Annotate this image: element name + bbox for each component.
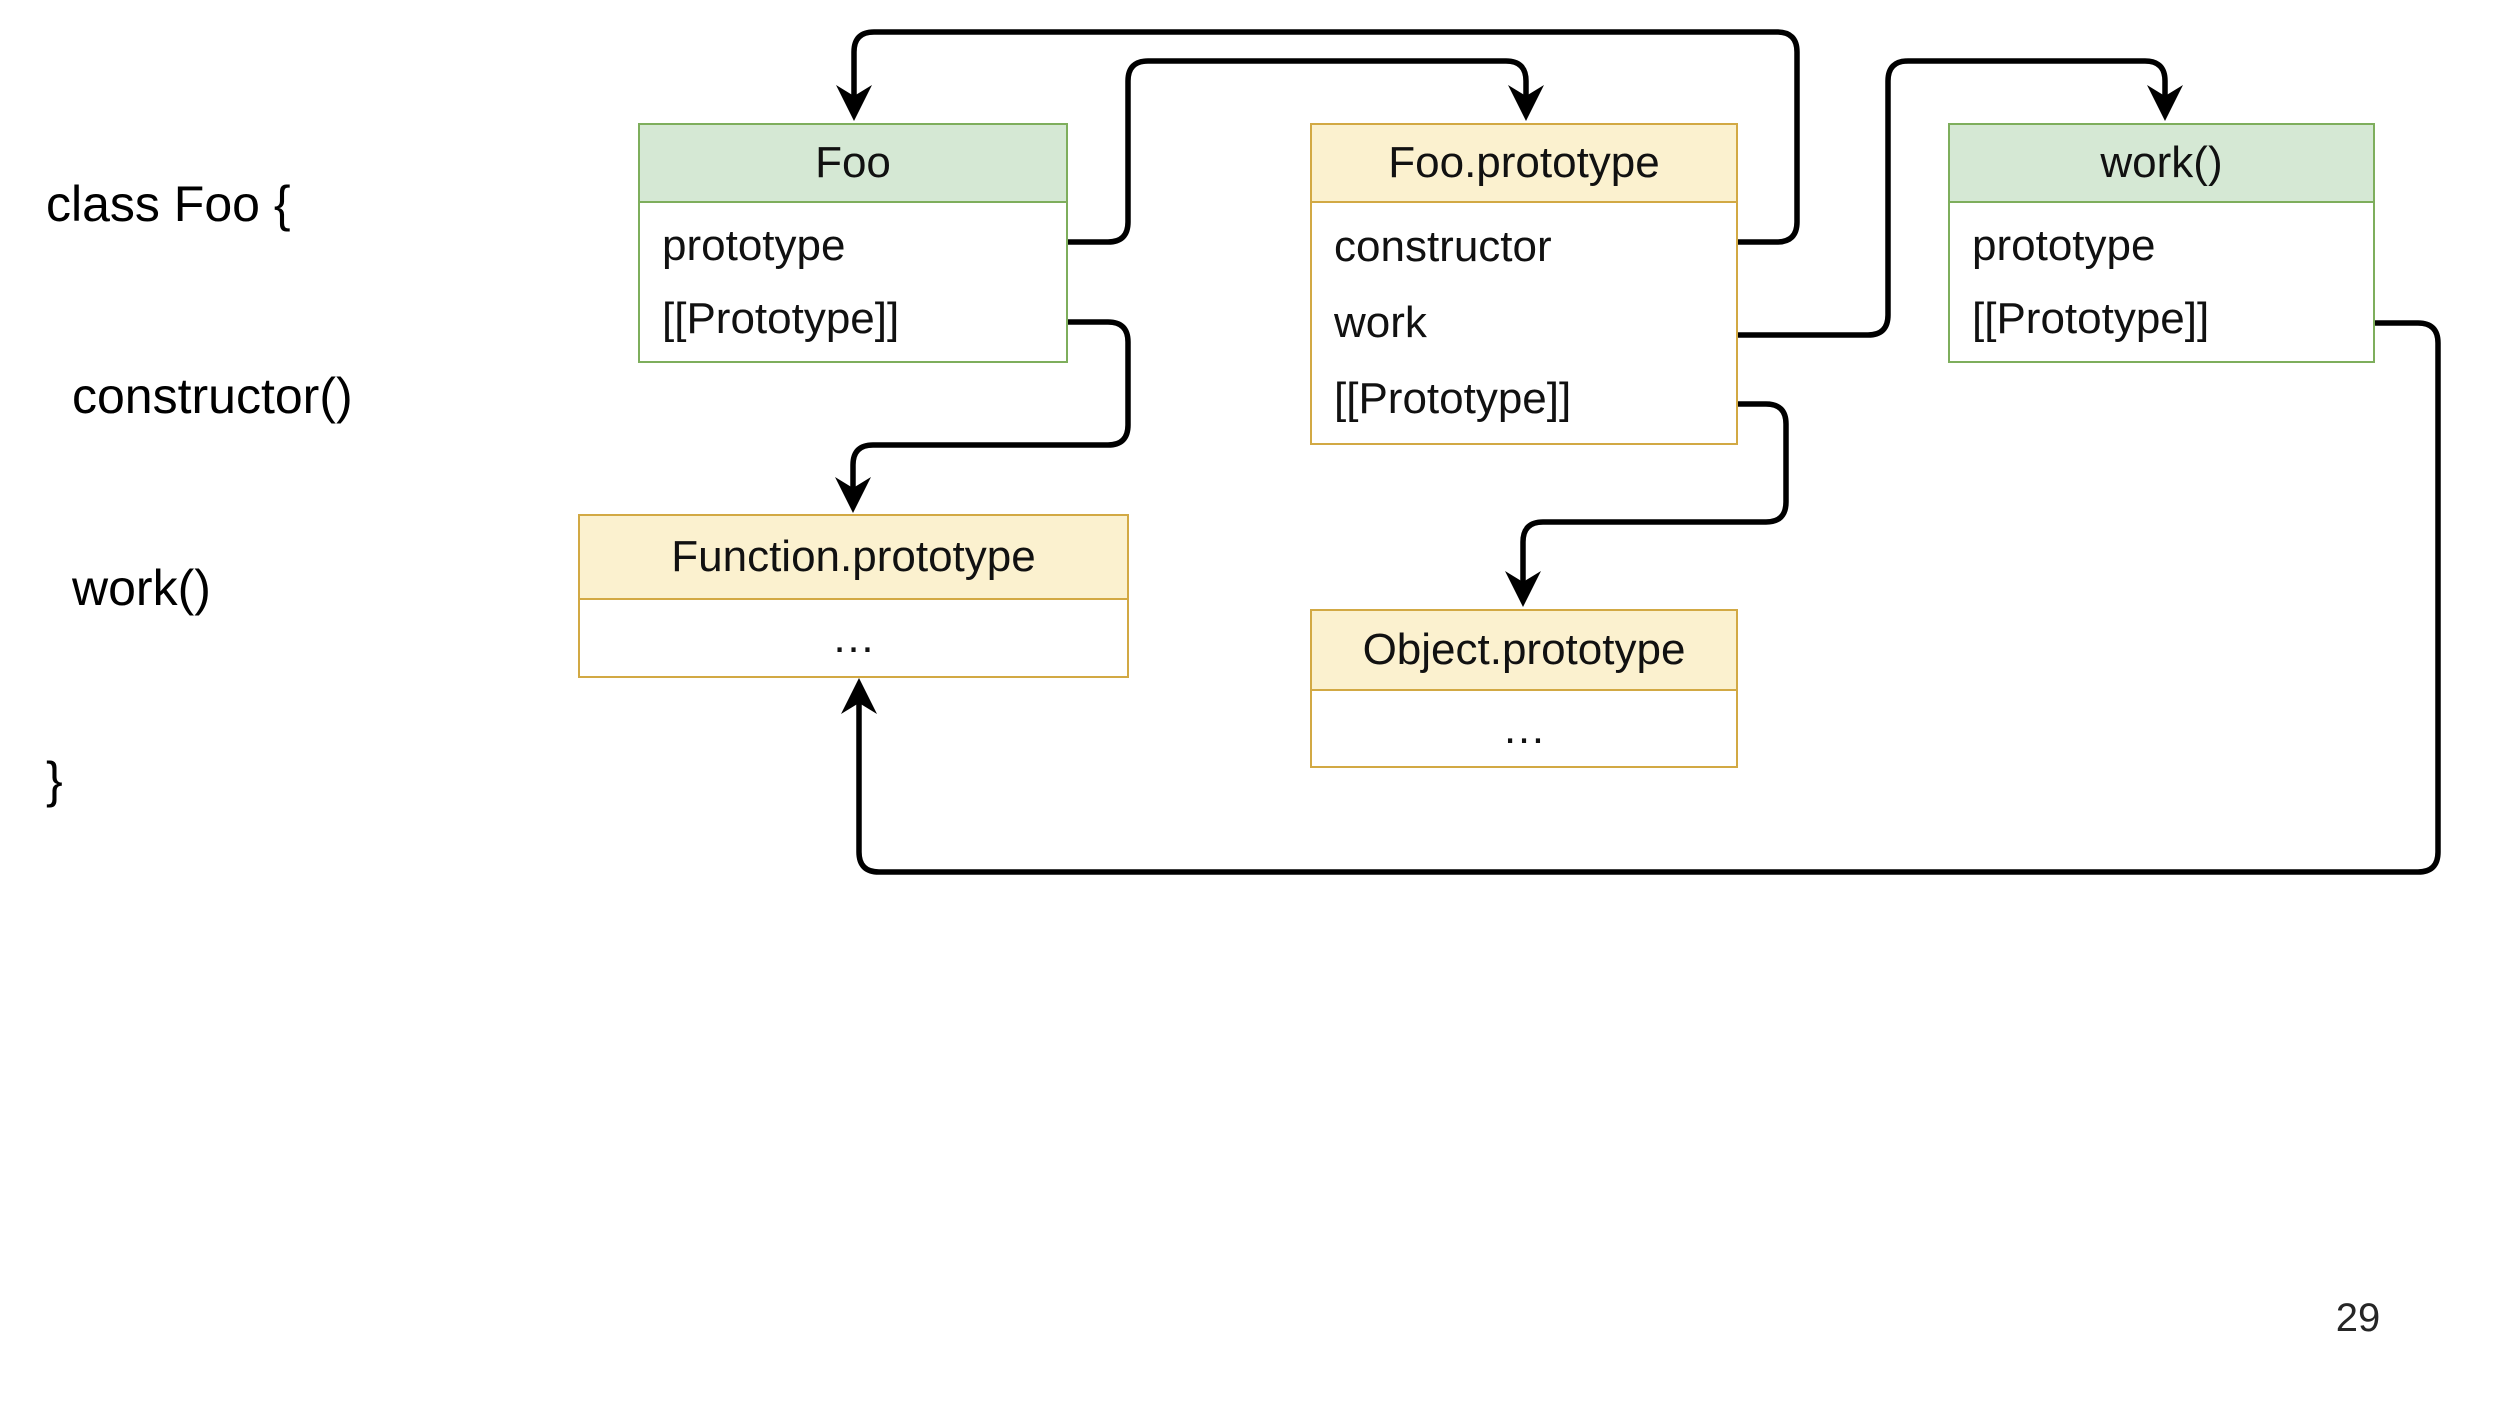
- code-line: }: [46, 752, 63, 808]
- box-foo-prototype-title: Foo.prototype: [1312, 125, 1736, 203]
- arrowhead-down-icon: [835, 477, 871, 513]
- box-foo-prototype: Foo.prototype constructor work [[Prototy…: [1310, 123, 1738, 445]
- box-object-prototype-body: …: [1312, 691, 1736, 766]
- code-line: constructor(): [72, 368, 353, 424]
- box-object-prototype: Object.prototype …: [1310, 609, 1738, 768]
- code-snippet: class Foo { constructor() work() }: [46, 44, 353, 940]
- code-line: class Foo {: [46, 176, 291, 232]
- box-function-prototype-body: …: [580, 600, 1127, 676]
- property-label: [[Prototype]]: [662, 293, 900, 343]
- box-work-fn: work() prototype [[Prototype]]: [1948, 123, 2375, 363]
- box-foo-body: prototype [[Prototype]]: [640, 203, 1066, 361]
- box-work-fn-body: prototype [[Prototype]]: [1950, 203, 2373, 361]
- box-foo: Foo prototype [[Prototype]]: [638, 123, 1068, 363]
- box-function-prototype: Function.prototype …: [578, 514, 1129, 678]
- property-label: [[Prototype]]: [1972, 293, 2210, 343]
- property-label: [[Prototype]]: [1334, 374, 1572, 423]
- ellipsis-label: …: [1502, 703, 1546, 753]
- ellipsis-label: …: [831, 613, 876, 662]
- arrowhead-up-icon: [841, 678, 877, 714]
- arrowhead-down-icon: [836, 85, 872, 121]
- property-label: work: [1334, 298, 1427, 347]
- box-work-fn-title: work(): [1950, 125, 2373, 203]
- property-label: prototype: [1972, 220, 2156, 270]
- property-label: prototype: [662, 220, 846, 270]
- page-number: 29: [2335, 1296, 2381, 1340]
- box-object-prototype-title: Object.prototype: [1312, 611, 1736, 691]
- box-function-prototype-title: Function.prototype: [580, 516, 1127, 600]
- arrowhead-down-icon: [2147, 85, 2183, 121]
- property-label: constructor: [1334, 222, 1552, 271]
- box-foo-title: Foo: [640, 125, 1066, 203]
- code-line: work(): [72, 560, 211, 616]
- arrowhead-down-icon: [1508, 85, 1544, 121]
- box-foo-prototype-body: constructor work [[Prototype]]: [1312, 203, 1736, 443]
- arrowhead-down-icon: [1505, 571, 1541, 607]
